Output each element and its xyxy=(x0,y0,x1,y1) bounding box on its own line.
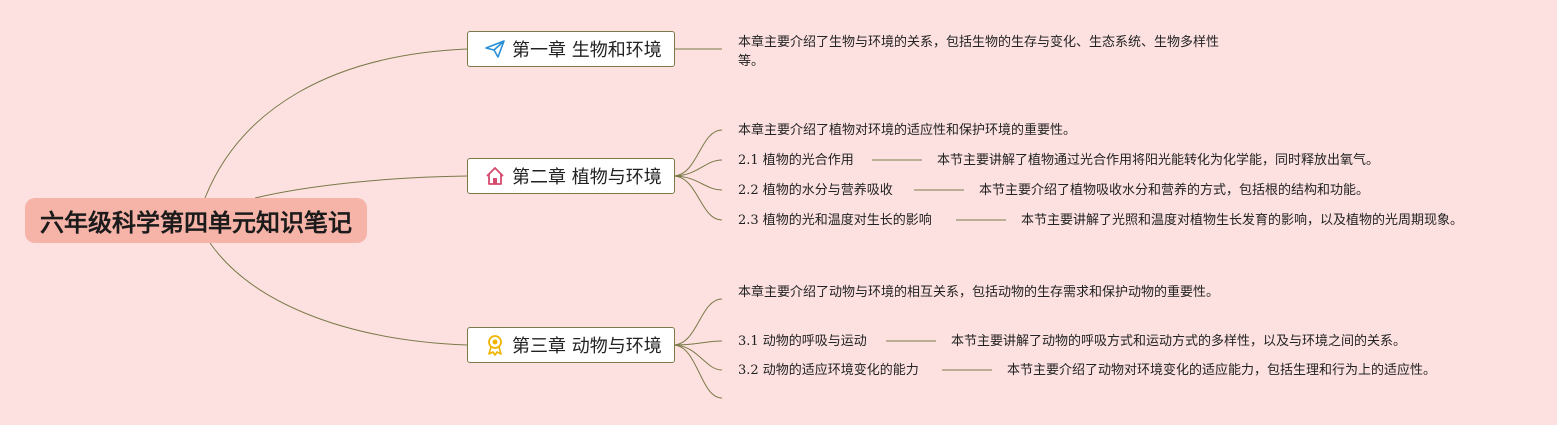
connector-ch2-summary xyxy=(672,129,723,177)
chapter-1-title: 第一章 生物和环境 xyxy=(512,40,662,61)
connector-root-ch2 xyxy=(254,175,468,199)
section-2-1-title[interactable]: 2.1 植物的光合作用 xyxy=(738,153,854,168)
chapter-3-summary: 本章主要介绍了动物与环境的相互关系，包括动物的生存需求和保护动物的重要性。 xyxy=(738,285,1220,300)
connector-root-ch3 xyxy=(209,242,468,346)
paper-plane-icon xyxy=(484,38,506,60)
section-2-3-desc: 本节主要讲解了光照和温度对植物生长发育的影响，以及植物的光周期现象。 xyxy=(1021,213,1464,228)
section-2-1-desc: 本节主要讲解了植物通过光合作用将阳光能转化为化学能，同时释放出氧气。 xyxy=(937,153,1380,168)
chapter-3-title: 第三章 动物与环境 xyxy=(512,336,662,357)
connector-ch2-sec2 xyxy=(672,175,723,191)
chapter-2-title: 第二章 植物与环境 xyxy=(512,167,662,188)
chapter-1-summary: 本章主要介绍了生物与环境的关系，包括生物的生存与变化、生态系统、生物多样性等。 xyxy=(738,35,1220,69)
connector-root-ch1 xyxy=(204,48,468,199)
connector-ch3-extra xyxy=(672,344,723,399)
section-3-2-desc: 本节主要介绍了动物对环境变化的适应能力，包括生理和行为上的适应性。 xyxy=(1007,363,1437,378)
award-ribbon-icon xyxy=(484,334,506,356)
root-title: 六年级科学第四单元知识笔记 xyxy=(40,209,352,237)
section-2-3-title[interactable]: 2.3 植物的光和温度对生长的影响 xyxy=(738,213,932,228)
chapter-3-node[interactable]: 第三章 动物与环境 xyxy=(467,327,675,363)
connector-ch2-sec3 xyxy=(672,175,723,221)
section-3-2-title[interactable]: 3.2 动物的适应环境变化的能力 xyxy=(738,363,919,378)
section-3-1-desc: 本节主要讲解了动物的呼吸方式和运动方式的多样性，以及与环境之间的关系。 xyxy=(951,334,1407,349)
chapter-2-summary: 本章主要介绍了植物对环境的适应性和保护环境的重要性。 xyxy=(738,123,1077,138)
connector-ch3-sec2 xyxy=(672,344,723,371)
chapter-1-node[interactable]: 第一章 生物和环境 xyxy=(467,31,675,67)
section-2-2-title[interactable]: 2.2 植物的水分与营养吸收 xyxy=(738,183,893,198)
connector-ch3-summary xyxy=(672,298,723,346)
chapter-2-node[interactable]: 第二章 植物与环境 xyxy=(467,158,675,194)
connector-ch3-sec1 xyxy=(672,340,723,346)
section-2-2-desc: 本节主要介绍了植物吸收水分和营养的方式，包括根的结构和功能。 xyxy=(979,183,1370,198)
connector-ch2-sec1 xyxy=(672,159,723,177)
section-3-1-title[interactable]: 3.1 动物的呼吸与运动 xyxy=(738,334,867,349)
home-icon xyxy=(484,165,506,187)
root-topic[interactable]: 六年级科学第四单元知识笔记 xyxy=(25,198,367,243)
